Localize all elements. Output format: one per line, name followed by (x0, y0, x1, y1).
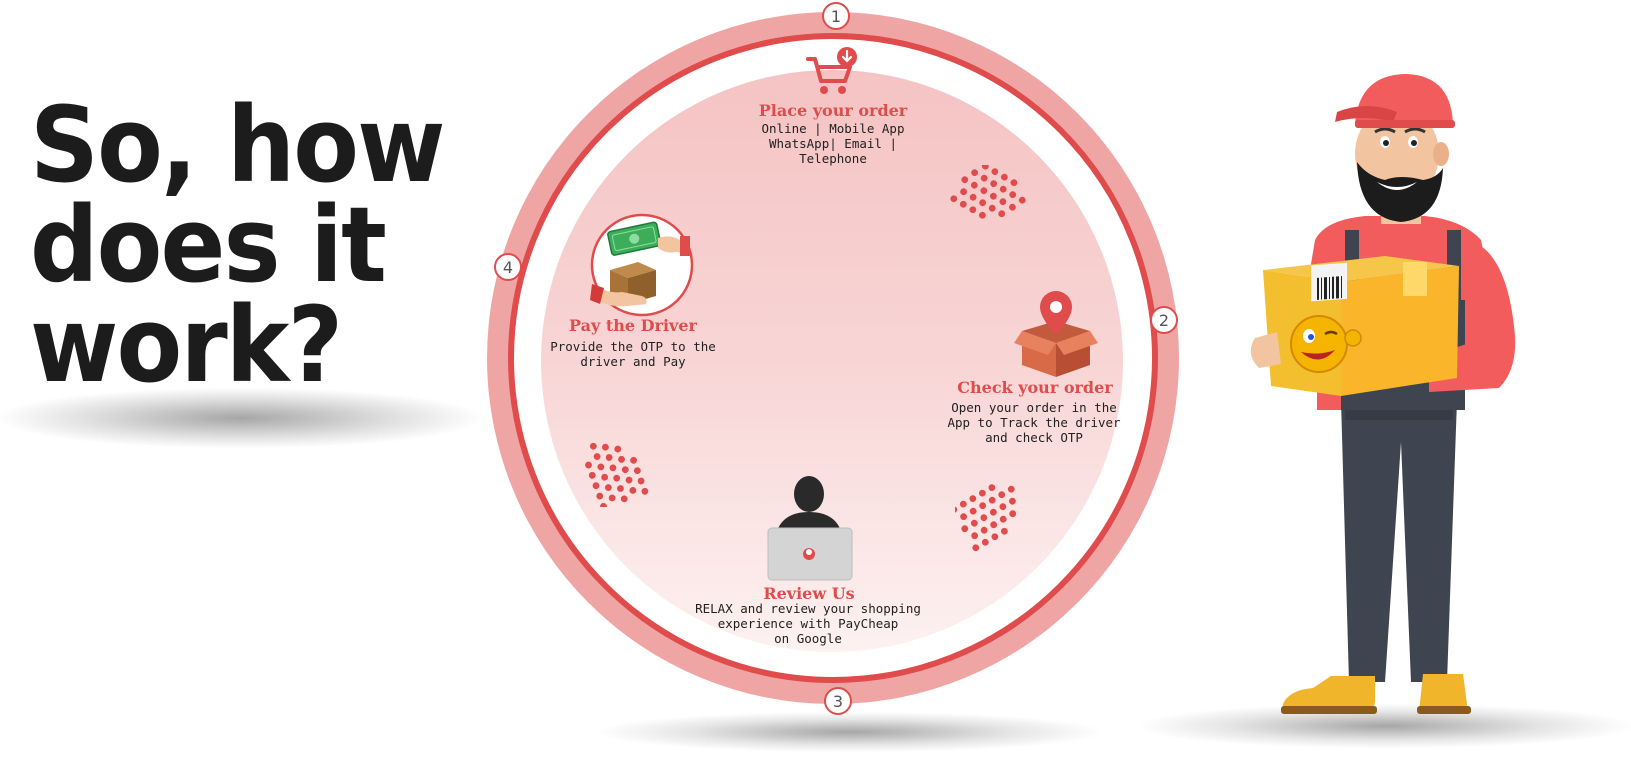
step-2-description: Open your order in the App to Track the … (936, 400, 1132, 445)
step-4-desc-line-1: Provide the OTP to the (550, 339, 716, 354)
step-number-1: 1 (822, 2, 850, 30)
step-1-desc-line-3: Telephone (799, 151, 867, 166)
step-number-2: 2 (1150, 306, 1178, 334)
step-number-4: 4 (494, 253, 522, 281)
step-4-description: Provide the OTP to the driver and Pay (534, 339, 732, 369)
step-1-desc-line-2: WhatsApp| Email | (769, 136, 897, 151)
headline-shadow (0, 388, 480, 448)
person-laptop-icon (767, 476, 853, 581)
circle-shadow (600, 712, 1100, 752)
delivery-man-shadow (1140, 704, 1631, 748)
dotted-arrow-decoration-1 (950, 165, 1026, 219)
step-2-desc-line-1: Open your order in the (951, 400, 1117, 415)
step-3-desc-line-2: experience with PayCheap (717, 616, 899, 631)
headline-line-1: So, how (30, 84, 446, 206)
step-number-3: 3 (824, 687, 852, 715)
step-4-title: Pay the Driver (569, 316, 697, 335)
dotted-arrow-decoration-3 (585, 442, 649, 507)
headline: So, how does it work? (30, 84, 446, 406)
step-1-desc-line-1: Online | Mobile App (761, 121, 905, 136)
dotted-arrow-decoration-2 (955, 484, 1017, 552)
step-3-description: RELAX and review your shopping experienc… (680, 601, 936, 646)
step-1-title: Place your order (758, 101, 908, 120)
step-4-desc-line-2: driver and Pay (580, 354, 686, 369)
location-box-icon (1014, 291, 1098, 377)
cash-handover-icon (590, 213, 694, 317)
delivery-man-illustration (1250, 74, 1516, 714)
headline-line-2: does it (30, 184, 387, 306)
step-2-desc-line-3: and check OTP (985, 430, 1083, 445)
step-2-title: Check your order (957, 378, 1113, 397)
step-1-description: Online | Mobile App WhatsApp| Email | Te… (742, 121, 924, 166)
headline-line-3: work? (30, 284, 343, 406)
step-2-desc-line-2: App to Track the driver (947, 415, 1121, 430)
shopping-cart-icon (806, 47, 857, 94)
step-3-desc-line-3: on Google (774, 631, 842, 646)
step-3-title: Review Us (763, 584, 855, 603)
step-3-desc-line-1: RELAX and review your shopping (695, 601, 921, 616)
